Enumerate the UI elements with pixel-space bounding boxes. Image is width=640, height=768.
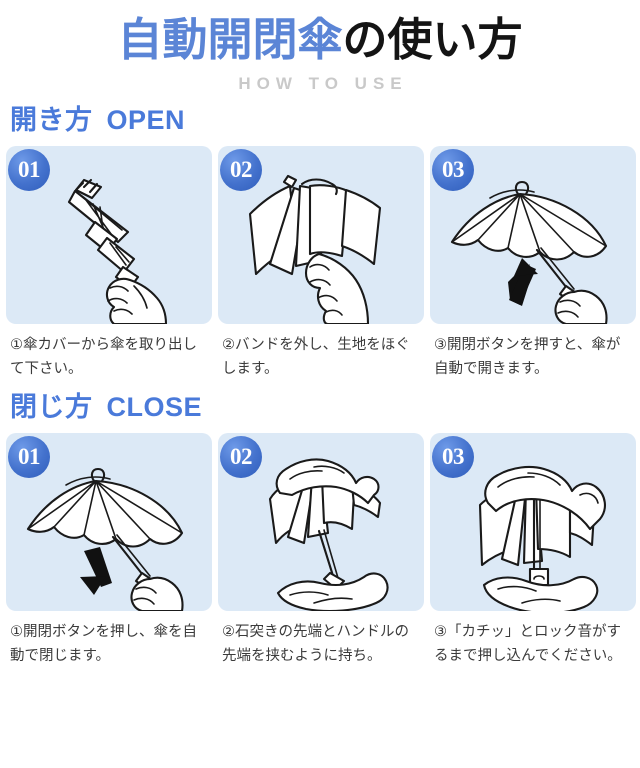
section-open-heading-ja: 開き方 — [10, 105, 93, 135]
section-close-heading-ja: 閉じ方 — [10, 392, 93, 422]
open-step-3-caption: ③開閉ボタンを押すと、傘が自動で開きます。 — [434, 337, 621, 377]
open-step-2-caption: ②バンドを外し、生地をほぐします。 — [222, 337, 410, 377]
close-step-1-caption: ①開閉ボタンを押し、傘を自動で閉じます。 — [10, 624, 197, 664]
open-step-2-badge: 02 — [220, 149, 262, 191]
open-steps: 01 ①傘カバーから傘を取り出して下さい。 — [0, 146, 640, 381]
close-steps: 01 ①開閉ボタンを押し、傘を自動で閉じます。 — [0, 433, 640, 668]
section-close-heading-en: CLOSE — [106, 392, 203, 422]
close-step-3-badge: 03 — [432, 436, 474, 478]
folded-umbrella-in-cover-illustration — [67, 178, 168, 324]
open-step-1-panel — [6, 146, 212, 324]
open-umbrella-up-arrow-illustration — [450, 180, 608, 324]
close-step-2-badge: 02 — [220, 436, 262, 478]
open-step-1-caption: ①傘カバーから傘を取り出して下さい。 — [10, 337, 197, 377]
close-step-3-caption: ③「カチッ」とロック音がするまで押し込んでください。 — [434, 624, 622, 664]
open-step-2: 02 ②バンドを外し、生地をほぐします。 — [218, 146, 424, 381]
close-step-3-panel — [430, 433, 636, 611]
section-open-heading-en: OPEN — [106, 105, 186, 135]
section-close: 閉じ方 CLOSE — [0, 391, 640, 668]
two-hands-compressing-umbrella-illustration — [268, 458, 389, 611]
close-step-2-caption: ②石突きの先端とハンドルの先端を挟むように持ち。 — [222, 624, 409, 664]
open-umbrella-down-arrow-illustration — [26, 467, 184, 611]
close-step-3: 03 ③「カチッ」とロック音がするまで押し込んでください。 — [430, 433, 636, 668]
loosening-fabric-illustration — [248, 174, 382, 324]
close-step-2: 02 ②石突きの先端とハンドルの先端を挟むように持ち。 — [218, 433, 424, 668]
page-title: 自動開閉傘の使い方 — [0, 12, 640, 68]
page-header: 自動開閉傘の使い方 HOW TO USE — [0, 0, 640, 94]
section-open: 開き方 OPEN — [0, 104, 640, 381]
open-step-1-badge: 01 — [8, 149, 50, 191]
page-title-rest: の使い方 — [342, 15, 523, 65]
hands-pushing-shaft-closed-illustration — [478, 465, 606, 611]
page-subtitle: HOW TO USE — [238, 74, 408, 93]
close-step-1: 01 ①開閉ボタンを押し、傘を自動で閉じます。 — [6, 433, 212, 668]
section-close-heading: 閉じ方 CLOSE — [10, 391, 640, 423]
section-open-heading: 開き方 OPEN — [10, 104, 640, 136]
open-step-3: 03 ③開閉ボタンを押すと、傘が自動で開きます。 — [430, 146, 636, 381]
open-step-3-badge: 03 — [432, 149, 474, 191]
page-title-accent: 自動開閉傘 — [117, 15, 343, 65]
open-step-1: 01 ①傘カバーから傘を取り出して下さい。 — [6, 146, 212, 381]
close-step-1-badge: 01 — [8, 436, 50, 478]
